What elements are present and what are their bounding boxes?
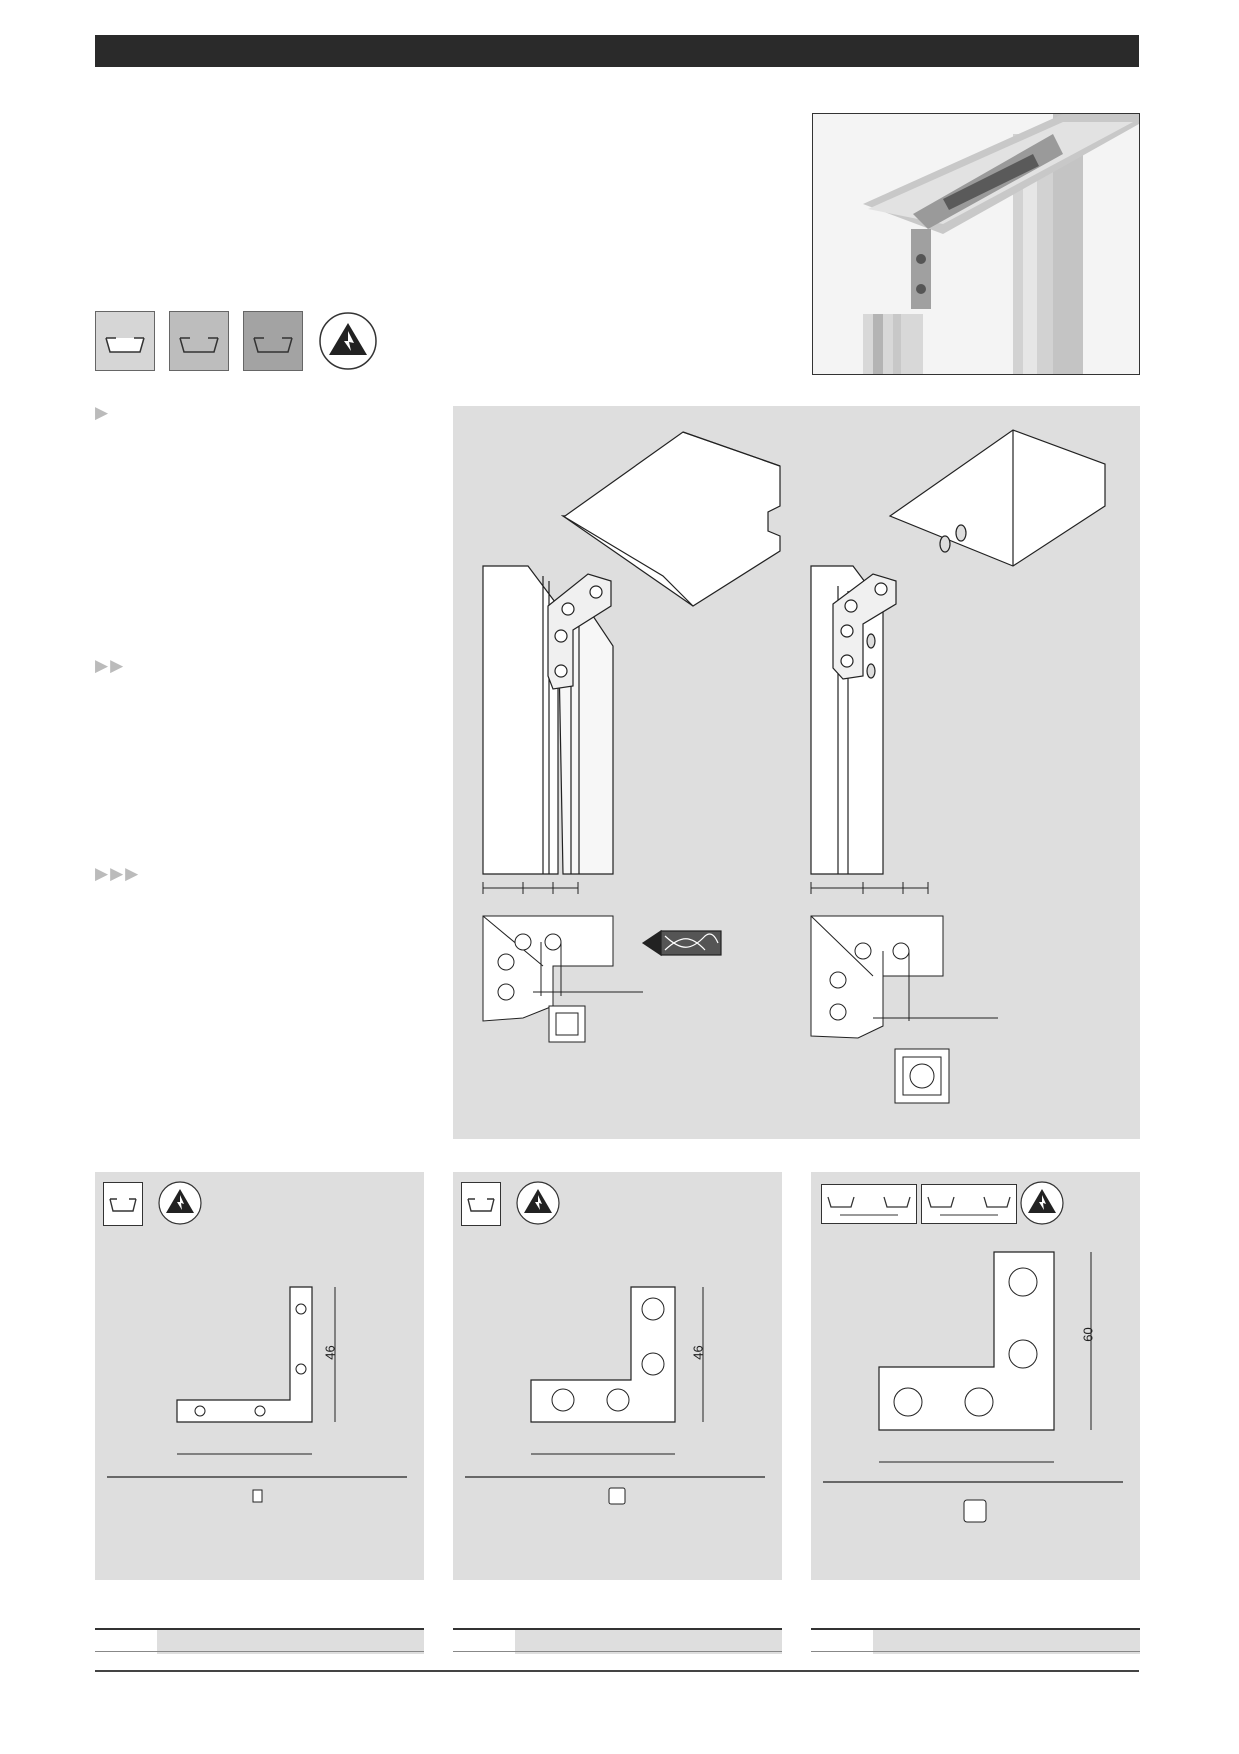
dimension-label: 46 [322, 1345, 338, 1360]
esd-warning-icon [1019, 1180, 1065, 1226]
profile-groove-icon [103, 1182, 143, 1226]
panel-small-bracket: 46 [95, 1172, 424, 1580]
dimension-label: 60 [1080, 1327, 1096, 1342]
profile-swatch-dark [243, 311, 303, 371]
product-photo [812, 113, 1140, 375]
profile-groove-icon [821, 1184, 917, 1224]
profile-groove-icon [461, 1182, 501, 1226]
footer-rule [95, 1670, 1139, 1672]
left-assembly [482, 431, 781, 875]
reference-row-2 [453, 1628, 782, 1654]
profile-groove-icon [921, 1184, 1017, 1224]
profile-swatch-mid [169, 311, 229, 371]
esd-warning-icon [157, 1180, 203, 1226]
section-marker-2: ▶▶ [95, 656, 126, 675]
section-marker-1: ▶ [95, 403, 111, 422]
profile-swatch-light [95, 311, 155, 371]
dimension-label: 46 [690, 1345, 706, 1360]
section-marker-3: ▶▶▶ [95, 864, 141, 883]
reference-row-1 [95, 1628, 424, 1654]
panel-medium-bracket: 46 [453, 1172, 782, 1580]
right-assembly [810, 429, 1106, 875]
drill-bit-icon [641, 929, 722, 957]
right-drill-detail [810, 882, 998, 1104]
panel-large-bracket: 60 [811, 1172, 1140, 1580]
left-drill-detail [482, 882, 643, 1043]
esd-warning-icon [515, 1180, 561, 1226]
assembly-diagram [453, 406, 1140, 1139]
esd-warning-icon [318, 311, 378, 371]
reference-row-3 [811, 1628, 1140, 1654]
header-bar [95, 35, 1139, 67]
